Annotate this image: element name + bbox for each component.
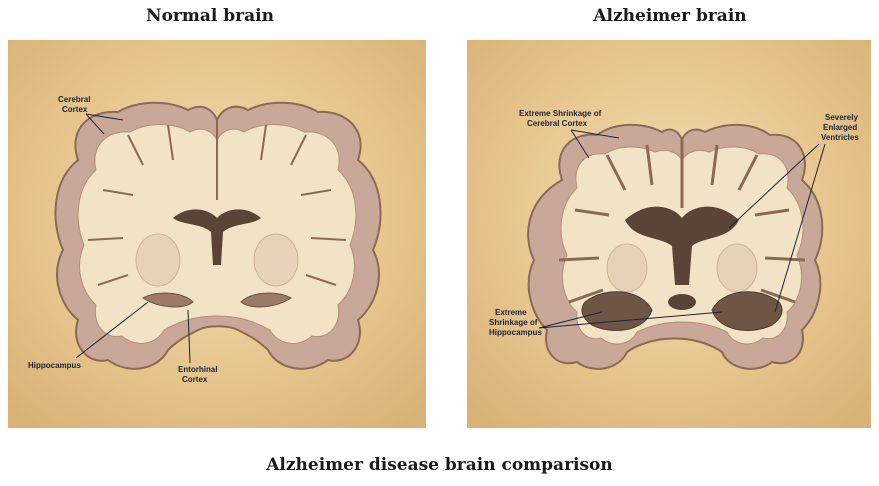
enlarged-ventricles-label-line2: Enlarged [823, 123, 857, 132]
normal-brain-title: Normal brain [110, 6, 310, 26]
figure-caption: Alzheimer disease brain comparison [0, 455, 879, 475]
alzheimer-brain-illustration: Extreme Shrinkage of Cerebral Cortex Sev… [467, 40, 871, 428]
shrinkage-hippocampus-label-line2: Shrinkage of [489, 318, 538, 327]
alzheimer-brain-title: Alzheimer brain [570, 6, 770, 26]
normal-brain-illustration: Cerebral Cortex Hippocampus Entorhinal C… [8, 40, 426, 428]
shrinkage-cortex-label-line2: Cerebral Cortex [527, 119, 588, 128]
shrinkage-hippocampus-label-line1: Extreme [495, 308, 527, 317]
alzheimer-brain-panel: Extreme Shrinkage of Cerebral Cortex Sev… [467, 40, 871, 428]
entorhinal-cortex-label-line2: Cortex [182, 375, 208, 384]
entorhinal-cortex-label-line1: Entorhinal [178, 365, 218, 374]
shrinkage-cortex-label-line1: Extreme Shrinkage of [519, 109, 602, 118]
normal-brain-panel: Cerebral Cortex Hippocampus Entorhinal C… [8, 40, 426, 428]
enlarged-ventricles-label-line3: Ventricles [821, 133, 859, 142]
enlarged-ventricles-label-line1: Severely [825, 113, 858, 122]
shrinkage-hippocampus-label-line3: Hippocampus [489, 328, 542, 337]
cerebral-cortex-label-line1: Cerebral [58, 95, 90, 104]
hippocampus-label: Hippocampus [28, 361, 81, 370]
cerebral-cortex-label-line2: Cortex [62, 105, 88, 114]
